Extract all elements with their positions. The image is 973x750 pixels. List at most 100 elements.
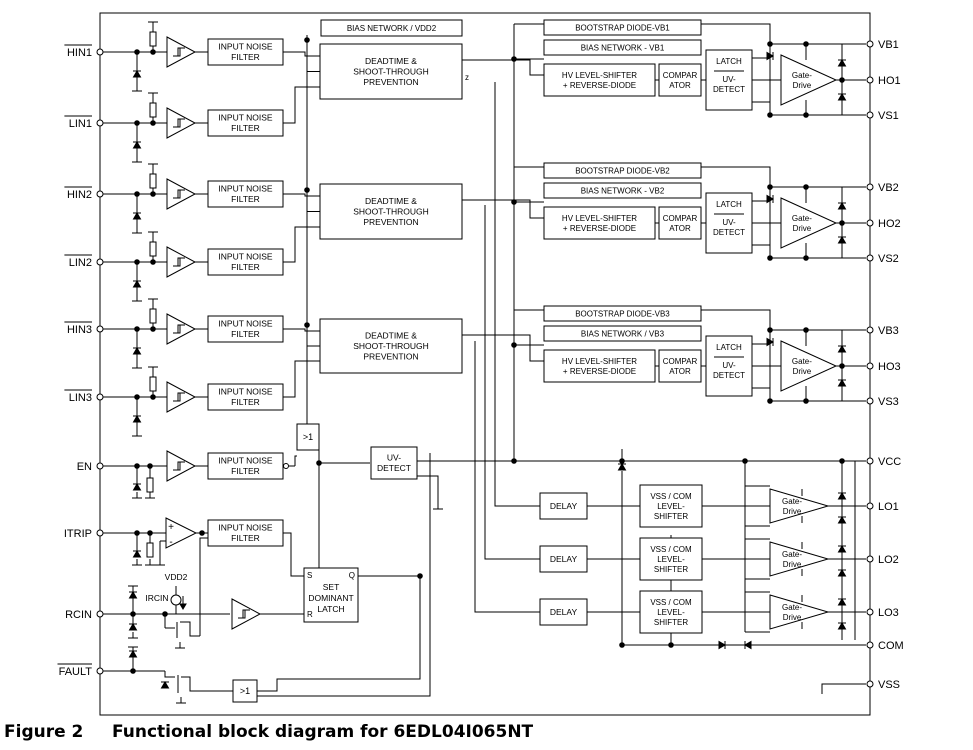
junction-dot <box>803 327 809 333</box>
uv-detect-vcc <box>370 446 418 480</box>
enable-or-gate-label: >1 <box>303 432 313 442</box>
fault-or-gate-label: >1 <box>240 686 250 696</box>
junction-dot <box>511 56 517 62</box>
pin-terminal <box>96 610 104 618</box>
wire <box>283 226 320 263</box>
pin-label-vcc: VCC <box>878 456 901 468</box>
junction-dot <box>767 112 773 118</box>
wire <box>283 51 320 57</box>
junction-dot <box>150 120 156 126</box>
gate-drive-label: Drive <box>783 613 802 622</box>
diode <box>617 463 627 471</box>
hysteresis-icon <box>173 461 185 471</box>
vss-com-level-shifter-3 <box>639 590 703 634</box>
junction-dot <box>147 530 153 536</box>
diode <box>132 347 142 355</box>
junction-dot <box>134 394 140 400</box>
pin-terminal <box>866 555 874 563</box>
latch-r: R <box>307 610 313 619</box>
wire <box>164 671 175 678</box>
diode <box>837 569 847 577</box>
latch-label: SET <box>323 582 340 592</box>
wire <box>283 532 304 577</box>
hysteresis-icon <box>238 609 250 619</box>
wire <box>294 455 297 466</box>
delay-3-label: DELAY <box>550 607 578 617</box>
junction-dot <box>134 191 140 197</box>
junction-dot <box>619 642 625 648</box>
input-noise-filter-3-label: FILTER <box>231 194 260 204</box>
pin-terminal <box>866 502 874 510</box>
junction-dot <box>134 463 140 469</box>
uv-label: UV- <box>722 218 736 227</box>
bootstrap-diode-3-label: BOOTSTRAP DIODE-VB3 <box>575 309 670 318</box>
junction-dot <box>199 530 205 536</box>
vss-com-level-shifter-1-label: LEVEL- <box>657 502 685 511</box>
resistor <box>149 102 157 118</box>
pin-label-vb1: VB1 <box>878 39 899 51</box>
deadtime-prevention-3-label: SHOOT-THROUGH <box>353 341 429 351</box>
input-noise-filter-en <box>207 452 284 480</box>
latch-label: LATCH <box>716 343 742 352</box>
gate-drive-amplifier <box>769 594 830 630</box>
wire <box>417 475 439 503</box>
itrip-comparator <box>165 517 198 549</box>
figure-number: Figure 2 <box>4 722 84 742</box>
z-label: z <box>465 73 469 82</box>
pin-label-vb3: VB3 <box>878 325 899 337</box>
latch-label: DOMINANT <box>308 593 353 603</box>
diode <box>128 591 138 599</box>
junction-dot <box>803 184 809 190</box>
pin-terminal <box>96 667 104 675</box>
hysteresis-icon <box>173 47 185 57</box>
pin-terminal <box>96 393 104 401</box>
pin-terminal <box>96 190 104 198</box>
deadtime-prevention-3-label: DEADTIME & <box>365 330 417 340</box>
resistor <box>149 241 157 257</box>
gate-drive-amplifier <box>769 488 830 524</box>
comparator-1-label: COMPAR <box>663 71 698 80</box>
latch-label: LATCH <box>317 604 344 614</box>
pin-terminal <box>866 457 874 465</box>
uv-detect-vcc-label: DETECT <box>377 463 411 473</box>
junction-dot <box>619 458 625 464</box>
vss-com-level-shifter-3-label: SHIFTER <box>654 618 688 627</box>
pin-terminal <box>96 529 104 537</box>
input-noise-filter-2 <box>207 109 284 137</box>
schmitt-buffer <box>166 107 197 139</box>
latch-uv-detect-2 <box>705 192 753 254</box>
pin-terminal <box>866 608 874 616</box>
bootstrap-diode-1-label: BOOTSTRAP DIODE-VB1 <box>575 23 670 32</box>
diode <box>837 93 847 101</box>
uv-label: DETECT <box>713 371 745 380</box>
schmitt-buffer <box>166 313 197 345</box>
gate-drive-label: Gate- <box>792 71 812 80</box>
input-noise-filter-1-label: FILTER <box>231 52 260 62</box>
pin-terminal <box>96 258 104 266</box>
diode <box>132 141 142 149</box>
diode <box>766 337 774 347</box>
resistor <box>146 542 154 558</box>
pin-terminal <box>866 362 874 370</box>
diode <box>132 70 142 78</box>
vss-com-level-shifter-2-label: SHIFTER <box>654 565 688 574</box>
pin-terminal <box>866 76 874 84</box>
diode <box>132 415 142 423</box>
pin-terminal <box>96 325 104 333</box>
hv-level-shifter-1 <box>543 63 656 97</box>
wire <box>283 193 320 197</box>
vss-com-level-shifter-1-label: VSS / COM <box>650 492 692 501</box>
uv-label: UV- <box>722 75 736 84</box>
delay-1 <box>539 492 588 520</box>
input-noise-filter-5-label: INPUT NOISE <box>218 319 272 329</box>
vss-com-level-shifter-1 <box>639 484 703 528</box>
diode <box>837 492 847 500</box>
input-noise-filter-en-label: INPUT NOISE <box>218 456 272 466</box>
bias-network-vb3-label: BIAS NETWORK / VB3 <box>581 329 665 338</box>
input-noise-filter-4-label: INPUT NOISE <box>218 252 272 262</box>
wire <box>484 205 540 560</box>
pin-terminal <box>866 219 874 227</box>
wire <box>257 576 421 692</box>
schmitt-buffer <box>166 178 197 210</box>
comparator-1-label: ATOR <box>669 81 691 90</box>
